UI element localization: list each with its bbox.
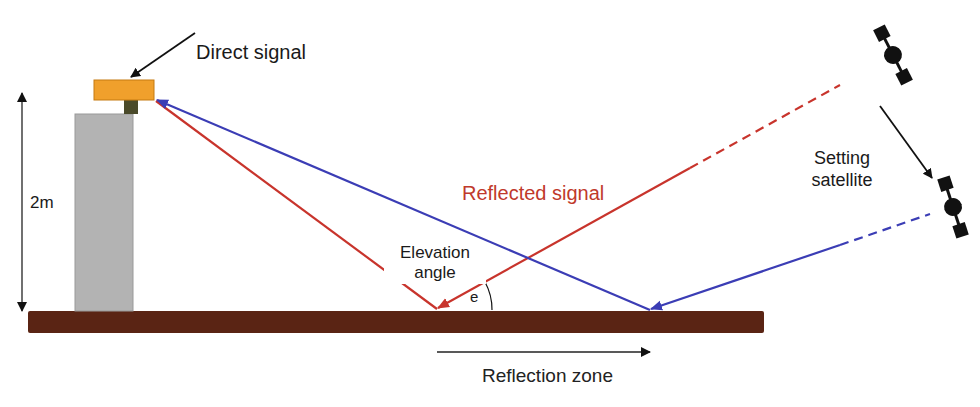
satellite: [871, 23, 915, 86]
satellite: [935, 175, 971, 240]
angle-symbol: e: [470, 288, 478, 306]
blue-reflected-ray: [157, 100, 650, 310]
reflection-zone-arrow: [437, 351, 650, 352]
angle-arc: [485, 282, 492, 310]
antenna: [94, 80, 154, 100]
blue-incoming-ray-dashed: [840, 214, 930, 245]
satellite-note: Setting satellite: [790, 148, 894, 191]
dimension: 2m: [30, 193, 54, 213]
antenna-pole: [75, 114, 133, 311]
red-incoming-ray: [438, 168, 690, 308]
direct-signal-arrow: [131, 33, 195, 77]
zone-name: Reflection zone: [482, 365, 613, 388]
signal-name: Direct signal: [196, 40, 306, 64]
antenna-mount: [124, 100, 138, 114]
signal-name: Reflected signal: [460, 181, 606, 205]
ground-bar: [28, 311, 764, 333]
blue-incoming-ray: [651, 245, 840, 309]
angle-name: Elevation angle: [384, 243, 486, 284]
height-dimension: [21, 93, 22, 311]
